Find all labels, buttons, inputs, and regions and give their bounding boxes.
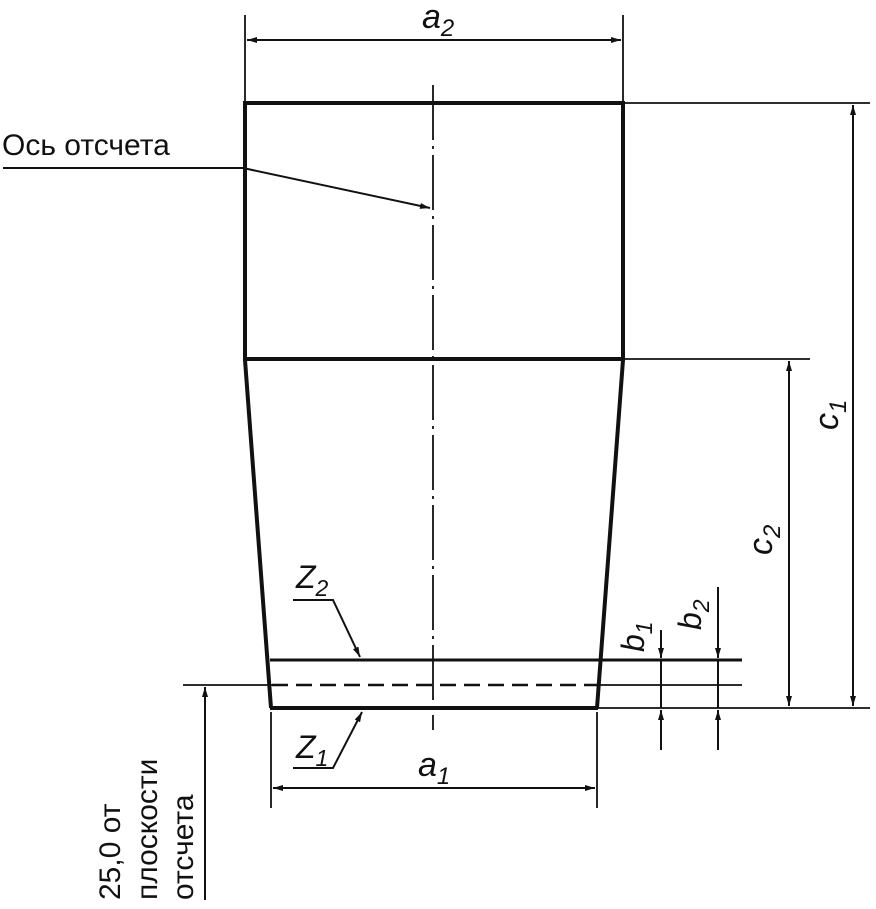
svg-text:плоскости: плоскости bbox=[131, 759, 164, 900]
extension-lines bbox=[244, 15, 870, 808]
label-a1: a1 bbox=[418, 746, 450, 790]
label-c1: c1 bbox=[808, 400, 852, 430]
svg-text:25,0 от: 25,0 от bbox=[94, 803, 127, 900]
label-b1: b1 bbox=[615, 621, 657, 652]
label-b2: b2 bbox=[672, 599, 714, 630]
left-taper-edge bbox=[243, 359, 273, 709]
z2-leader bbox=[293, 599, 361, 658]
right-taper-edge bbox=[595, 359, 625, 709]
z1-leader bbox=[293, 711, 363, 769]
axis-label: Ось отсчета bbox=[2, 129, 170, 162]
part-outline bbox=[243, 101, 625, 710]
reference-note: 25,0 от плоскости отсчета bbox=[94, 759, 200, 900]
axis-leader bbox=[3, 167, 431, 209]
dimension-lines bbox=[3, 37, 856, 900]
label-a2: a2 bbox=[422, 0, 454, 42]
label-z2: Z2 bbox=[295, 559, 329, 601]
label-c2: c2 bbox=[742, 525, 786, 555]
svg-text:отсчета: отсчета bbox=[167, 794, 200, 900]
label-z1: Z1 bbox=[295, 729, 328, 771]
